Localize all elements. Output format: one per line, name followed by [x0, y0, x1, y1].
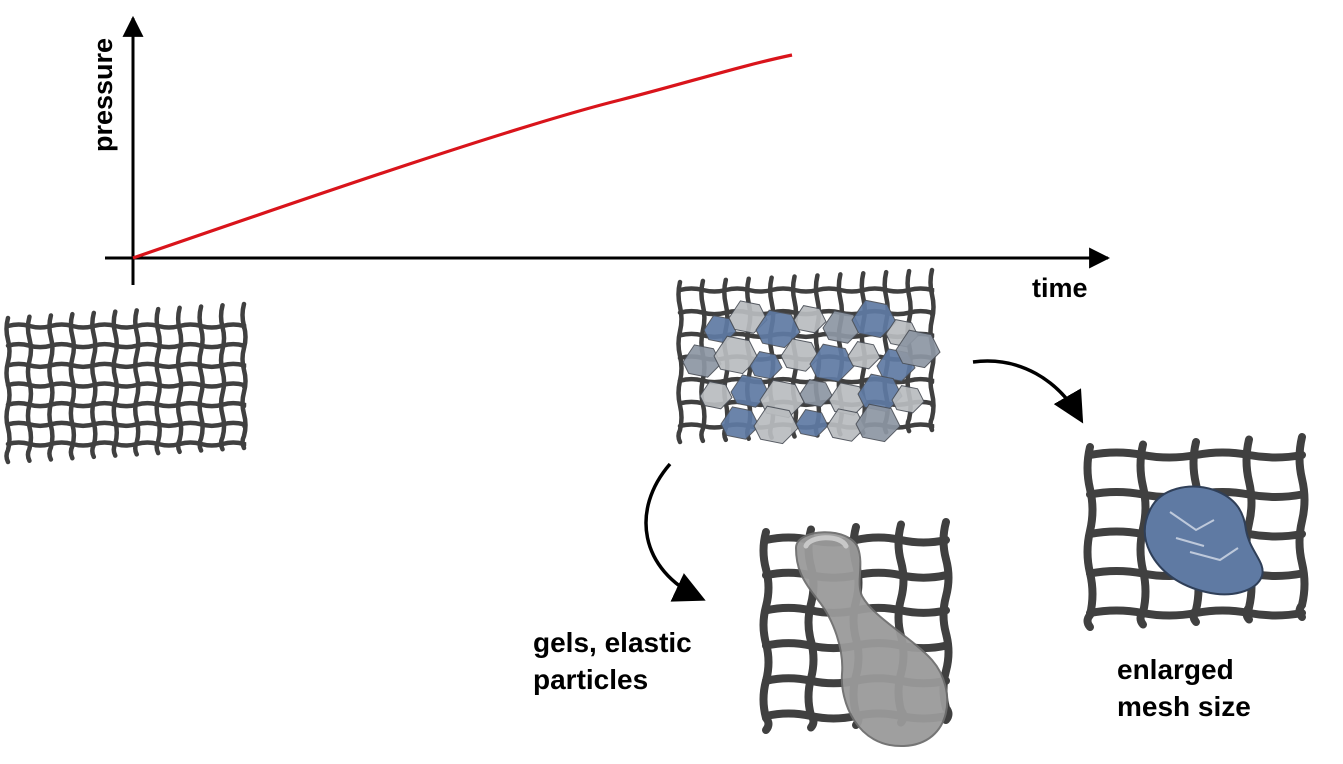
mesh-wire-horizontal	[5, 400, 247, 409]
gel-droplet	[794, 531, 949, 748]
arrow-to-gel	[644, 462, 706, 602]
mesh-wire-horizontal	[5, 322, 247, 330]
mesh-wire-vertical	[197, 304, 205, 453]
mesh-wire-vertical	[68, 311, 77, 461]
gel-droplet-through-mesh-icon	[759, 518, 953, 748]
particle-cake	[682, 299, 941, 445]
particle	[855, 403, 901, 443]
mesh-wire-vertical	[1136, 440, 1150, 629]
mesh-wire-vertical	[218, 303, 227, 452]
x-axis-label: time	[1032, 273, 1088, 303]
particle	[682, 344, 722, 378]
particle	[793, 305, 827, 334]
mesh-wire-vertical	[47, 313, 55, 462]
mesh-wire-horizontal	[677, 286, 935, 294]
particle	[699, 381, 733, 410]
mesh-wire-vertical	[132, 308, 141, 457]
mesh-wire-vertical	[759, 528, 773, 734]
mesh-wire-horizontal	[5, 361, 247, 370]
gel-highlight	[803, 535, 849, 549]
mesh-wire-vertical	[4, 315, 12, 465]
mesh-wire-vertical	[240, 301, 248, 451]
chart-axes	[105, 15, 1111, 285]
y-axis-label: pressure	[88, 38, 118, 152]
mesh-wire-horizontal	[5, 440, 247, 448]
particle	[755, 309, 801, 349]
mesh-wire-vertical	[25, 314, 34, 463]
mesh-wire-vertical	[1083, 443, 1097, 631]
mesh-wire-vertical	[111, 309, 120, 458]
mesh-wire-vertical	[1242, 435, 1256, 624]
trapped-particle	[1143, 485, 1264, 596]
gel-caption-line1: gels, elastic	[533, 627, 692, 658]
particle	[847, 341, 881, 370]
arrow-to-enlarged-mesh	[972, 359, 1084, 424]
mesh-wire-vertical	[175, 305, 184, 455]
mesh-caption-line2: mesh size	[1117, 691, 1251, 722]
particle	[891, 385, 925, 414]
mesh-wire-horizontal	[5, 381, 247, 389]
particle	[895, 329, 941, 369]
mesh-wire-horizontal	[5, 420, 247, 429]
pressure-curve	[132, 53, 793, 260]
particle-texture	[1169, 511, 1239, 562]
mesh-wire-vertical	[676, 279, 684, 445]
woven-wire-mesh-icon	[4, 301, 248, 465]
torn-mesh-with-particle-icon	[1083, 433, 1309, 631]
mesh-wire-vertical	[154, 306, 162, 456]
clogged-mesh-icon	[676, 267, 941, 445]
mesh-caption-line1: enlarged	[1117, 654, 1234, 685]
mesh-wire-vertical	[1295, 433, 1309, 621]
gel-caption-line2: particles	[533, 664, 648, 695]
mesh-wire-horizontal	[5, 341, 247, 350]
mesh-wire-vertical	[90, 310, 98, 460]
particle	[795, 409, 829, 438]
particle	[749, 351, 783, 380]
